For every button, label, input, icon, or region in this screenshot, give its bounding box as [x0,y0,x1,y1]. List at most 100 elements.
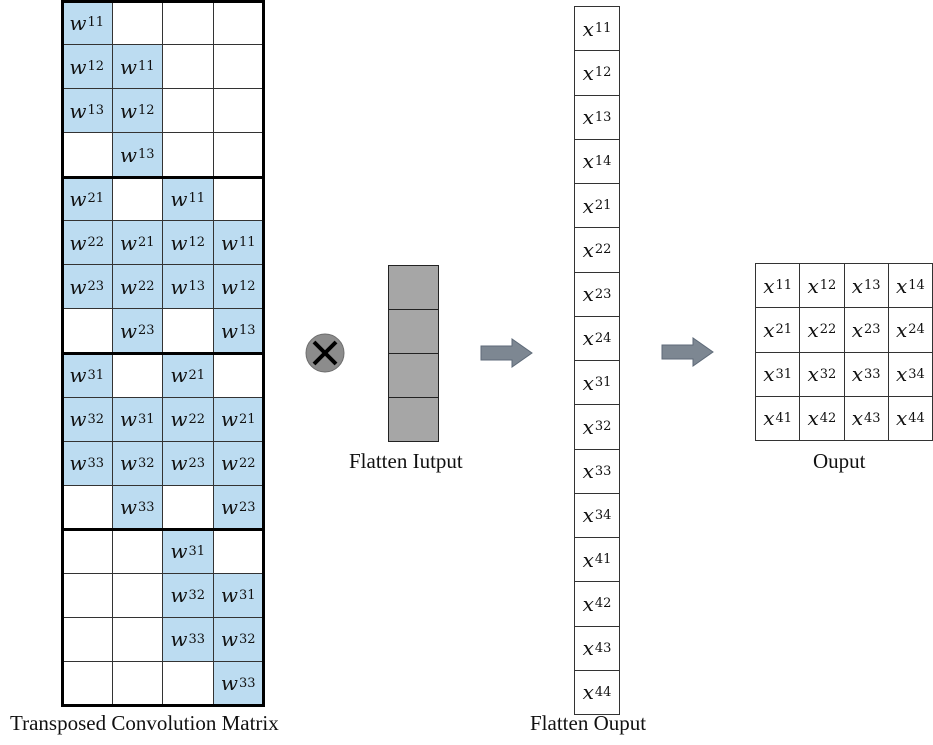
matrix-cell-empty [163,1,214,46]
flatten-input-cell [388,265,439,310]
matrix-cell-empty [213,529,264,574]
matrix-cell-empty [112,1,163,46]
matrix-cell-empty [62,485,113,530]
right-arrow-icon [661,337,714,367]
matrix-block-separator [62,352,264,355]
matrix-block-separator [62,528,264,532]
output-caption: Ouput [813,449,866,473]
matrix-cell-empty [163,309,214,354]
matrix-cell-empty [163,661,214,706]
matrix-cell-empty [112,617,163,662]
matrix-cell-empty [112,177,163,222]
matrix-cell-empty [213,133,264,178]
matrix-cell-empty [163,45,214,90]
matrix-cell-empty [163,89,214,134]
matrix-cell-empty [213,177,264,222]
matrix-cell-empty [62,617,113,662]
multiply-icon [305,333,345,373]
matrix-block-separator [62,175,264,179]
flatten-output-caption: Flatten Ouput [530,711,647,735]
matrix-cell-empty [163,485,214,530]
matrix-cell-empty [112,661,163,706]
matrix-cell-empty [112,529,163,574]
flatten-input-vector [388,265,439,442]
matrix-caption: Transposed Convolution Matrix [10,711,279,735]
flatten-input-cell [388,353,439,398]
flatten-input-cell [388,397,439,442]
flatten-input-cell [388,309,439,354]
matrix-cell-empty [112,353,163,398]
right-arrow-icon [480,338,533,368]
matrix-cell-empty [112,573,163,618]
matrix-cell-empty [62,661,113,706]
flatten-input-caption: Flatten Iutput [349,449,463,473]
matrix-cell-empty [62,309,113,354]
